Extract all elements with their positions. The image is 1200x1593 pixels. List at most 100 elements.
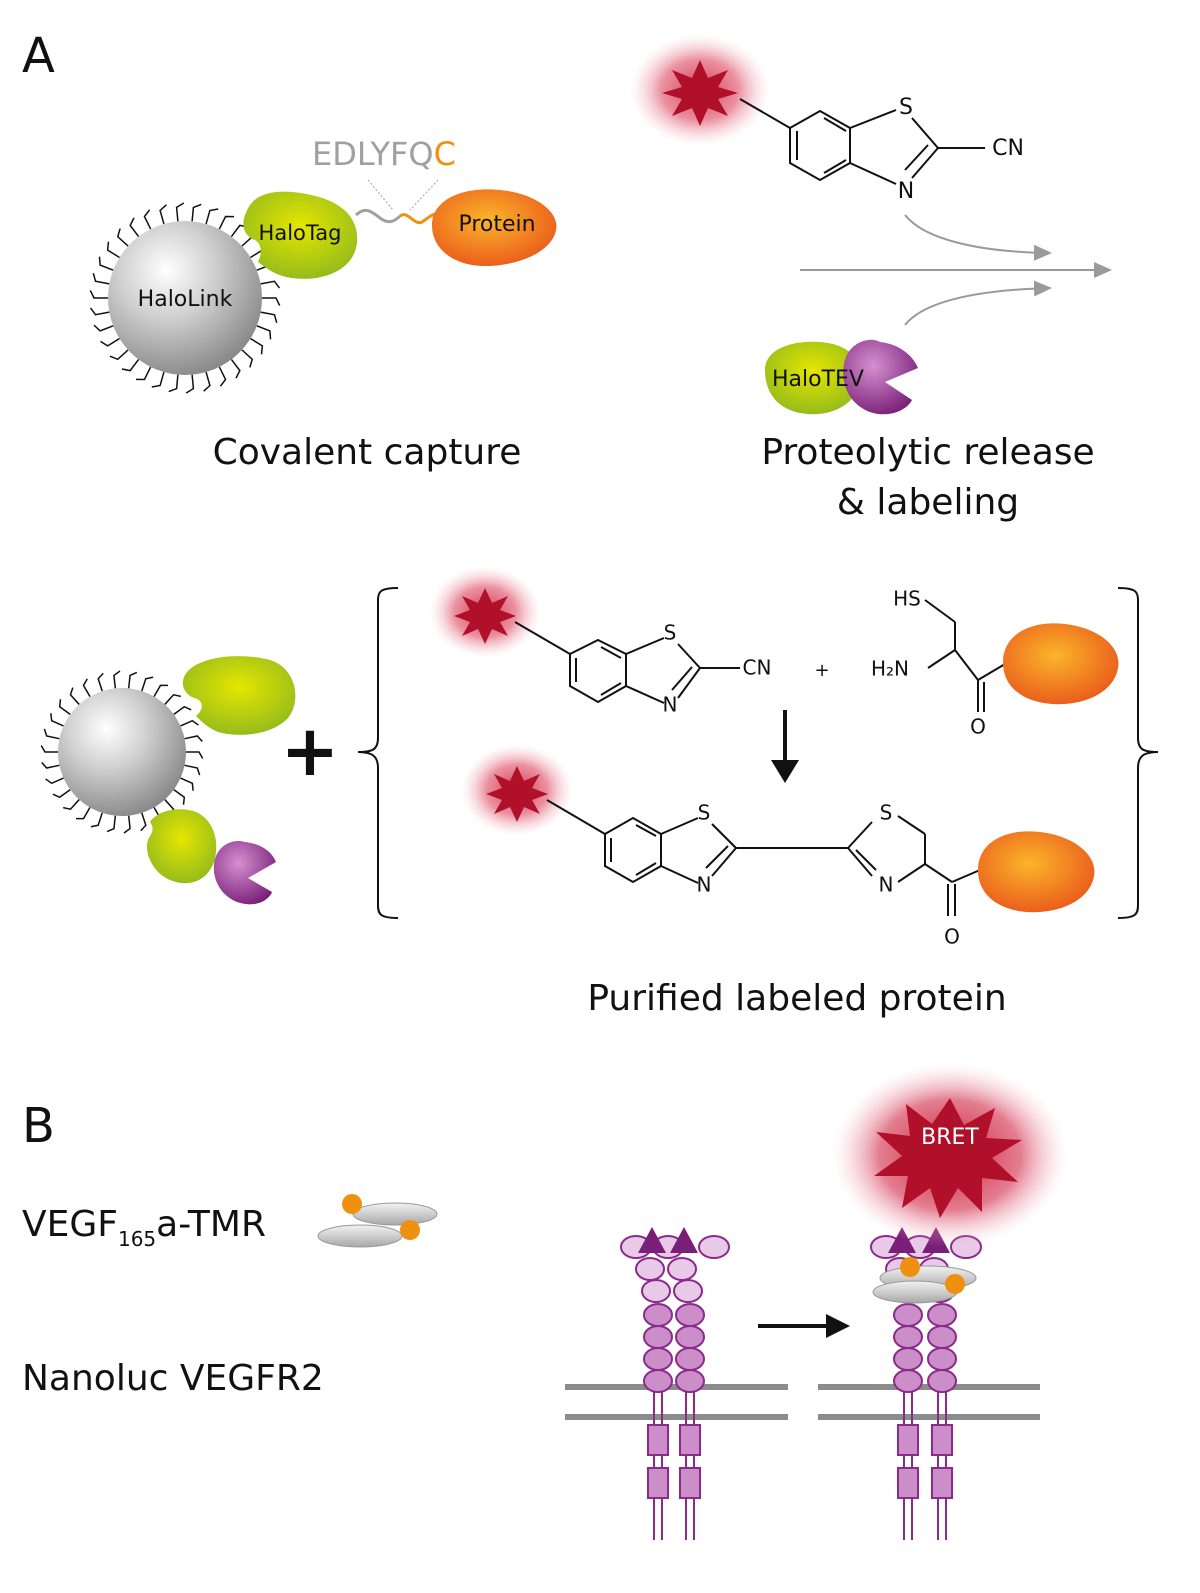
halotag-shape [243,191,358,279]
bead-spike [256,325,272,340]
tmr-dot-1 [342,1194,362,1214]
atom-o-2: O [944,925,960,949]
halotag-label: HaloTag [259,221,342,245]
bead-spike [90,812,103,828]
bead-spike [173,705,192,715]
small-plus: + [814,660,829,681]
atom-h2n: H₂N [871,657,909,681]
halotev-purple-pacman [843,339,918,415]
bret-burst: BRET [832,1063,1068,1247]
linker-sequence: EDLYFQC [312,135,456,173]
tmr-dot-2 [400,1220,420,1240]
panel-b-label: B [22,1098,55,1154]
bead-spike [40,745,58,753]
vegf-label-sub: 165 [118,1227,156,1251]
atom-s-1: S [899,95,913,120]
bead-spike [63,799,80,811]
protein-blob-1 [1003,623,1119,705]
bead-spike [82,678,91,697]
bead-spike [184,764,201,776]
receptor-ig-domain [893,1303,923,1327]
linker-pointer-right [409,179,439,211]
halotev-label: HaloTEV [772,367,864,392]
vegf-tmr-icon [317,1194,438,1248]
bead-spike [260,311,278,324]
transition-arrow-head [826,1314,850,1338]
receptor-ig-domain [927,1325,957,1349]
receptor-ig-domain [667,1257,697,1281]
right-bracket [1117,587,1159,919]
receptor-ig-domain [635,1257,665,1281]
bead-spike [153,684,168,697]
bead-spike [135,366,152,381]
bead-spike [127,671,138,689]
halotev-green-2 [146,809,217,884]
covalent-capture-caption: Covalent capture [213,432,522,473]
linker-orange [399,212,437,225]
bead-spike [50,713,64,727]
bead-spike [76,807,91,820]
bead-spike [180,777,194,791]
atom-o-1: O [970,715,986,739]
atom-n-4: N [879,873,894,897]
bead-spike [89,290,108,299]
dye-star-2 [454,588,516,644]
halolink-label: HaloLink [138,287,233,312]
bead-spike [98,256,114,271]
bead-spike [241,349,254,368]
receptor-kinase-box [931,1467,953,1499]
bret-star [874,1098,1022,1218]
receptor-ig-domain [643,1347,673,1371]
receptor-ig-domain [698,1235,730,1259]
reaction-group: + S N CN + HS H₂N [40,566,1159,1019]
bead-spike [45,777,64,785]
bead-spike [97,672,104,692]
bead-spike [184,735,203,743]
linker-seq-gray: EDLYFQ [312,135,434,173]
bead-spike [218,215,235,230]
gray-arrow-top [904,214,1052,261]
gray-arrow-bottom [904,280,1052,326]
nanoluc-triangle [888,1227,916,1253]
bead-spike [143,209,152,230]
big-plus: + [281,710,340,792]
bead-spike [164,693,181,705]
luciferin-product: S N S N O [546,799,1095,949]
receptor-dimer-right [870,1227,982,1540]
receptor-ig-domain [893,1369,923,1393]
vegf-label-suffix: a-TMR [156,1204,266,1245]
receptor-ig-domain [643,1303,673,1327]
bead-spike [230,358,241,379]
halotev-green [765,341,861,415]
bret-label: BRET [921,1125,979,1150]
down-arrow-head [771,760,799,783]
atom-cn-1: CN [992,136,1024,161]
halolink-bead-spikes [89,202,281,394]
bead-spike [92,272,110,285]
receptor-ig-domain [927,1347,957,1371]
receptor-dimer-left [620,1227,730,1540]
benzothiazole-1: S N CN [739,95,1024,204]
linker-gray [354,208,402,224]
bead-spike [262,297,281,306]
receptor-kinase-box [647,1424,669,1456]
covalent-capture-group: HaloLink HaloTag EDLYFQC Protein Covalen… [89,135,557,473]
bead-spike [58,699,71,715]
bead-spike [191,203,202,222]
bead-spike [106,815,117,833]
bead-spike [168,374,179,393]
receptor-kinase-box [897,1424,919,1456]
bead-spike [173,789,186,805]
bead-spike [43,728,60,740]
nanoluc-label: Nanoluc VEGFR2 [22,1358,324,1399]
bead-spike [205,208,219,225]
bead-spike [113,670,121,689]
protein-blob-2 [978,831,1095,913]
receptor-kinase-box [679,1424,701,1456]
receptor-ig-domain [673,1279,703,1303]
receptor-ig-domain [643,1325,673,1349]
bead-2-spikes [40,670,204,834]
receptor-ig-domain [893,1325,923,1349]
receptor-kinase-box [679,1467,701,1499]
cysteine-protein: HS H₂N O [871,587,1119,739]
